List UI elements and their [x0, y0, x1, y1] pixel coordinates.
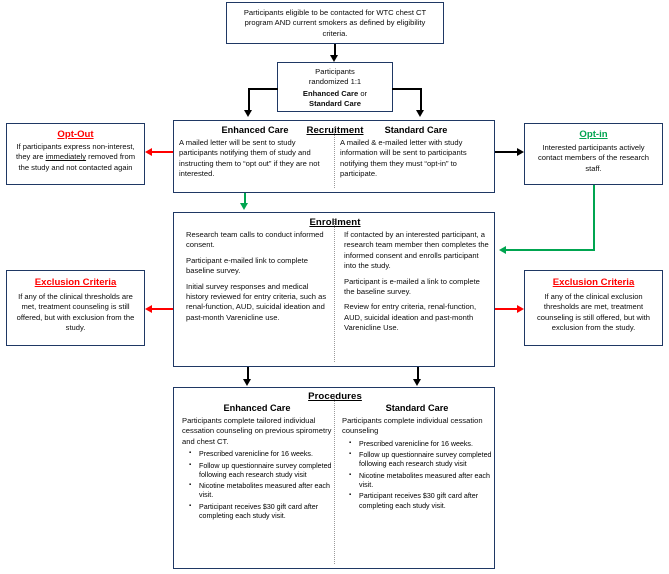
enrollment-left-paragraph: Participant e-mailed link to complete ba… [186, 255, 308, 276]
arrowhead-randomization-to-recruitment-left [244, 110, 252, 117]
arrowhead-recruitment-to-enrollment [240, 203, 248, 210]
exclusion-right-heading: Exclusion Criteria [552, 277, 635, 288]
recruitment-right-title: Standard Care [384, 125, 448, 135]
procedures-right-title: Standard Care [385, 403, 449, 413]
connector-recruitment-to-optout [152, 151, 173, 154]
exclusion-criteria-right-box: Exclusion Criteria If any of the clinica… [524, 270, 663, 346]
recruitment-left-title: Enhanced Care [221, 125, 289, 135]
arrowhead-optin-to-enrollment [499, 246, 506, 254]
recruitment-left-text: A mailed letter will be sent to study pa… [179, 138, 320, 179]
connector-randomization-left-v [248, 88, 250, 111]
list-item: Nicotine metabolites measured after each… [349, 471, 492, 491]
procedures-right-intro: Participants complete individual cessati… [342, 416, 483, 436]
opt-out-text-emphasis: immediately [45, 152, 87, 162]
recruitment-right-text: A mailed & e-mailed letter with study in… [340, 138, 467, 179]
arrowhead-enrollment-to-exclusion-left [145, 304, 152, 313]
enrollment-column-divider [334, 219, 335, 362]
list-item: Participant receives $30 gift card after… [349, 491, 492, 511]
procedures-column-divider [334, 394, 335, 564]
connector-enrollment-to-exclusion-left [152, 308, 173, 311]
randomization-arm-b: Standard Care [309, 99, 361, 109]
connector-randomization-right-v [420, 88, 422, 111]
procedures-left-bullets: Prescribed varenicline for 16 weeks. Fol… [182, 449, 332, 522]
arrowhead-randomization-to-recruitment-right [416, 110, 424, 117]
exclusion-right-text: If any of the clinical exclusion thresho… [537, 292, 650, 333]
exclusion-left-heading: Exclusion Criteria [34, 277, 117, 288]
opt-out-heading: Opt-Out [57, 129, 94, 140]
arrowhead-recruitment-to-optout [145, 147, 152, 156]
connector-optin-to-enrollment-h [506, 249, 595, 252]
enrollment-box: Enrollment Research team calls to conduc… [173, 212, 495, 367]
list-item: Follow up questionnaire survey completed… [349, 450, 492, 470]
connector-optin-to-enrollment-v [593, 185, 596, 251]
list-item: Participant receives $30 gift card after… [189, 502, 332, 522]
enrollment-left-paragraph: Initial survey responses and medical his… [186, 281, 327, 322]
opt-out-text: If participants express non-interest, th… [13, 142, 138, 173]
list-item: Prescribed varenicline for 16 weeks. [349, 439, 492, 449]
opt-out-text-before: If participants express non-interest, th… [15, 142, 135, 162]
opt-out-box: Opt-Out If participants express non-inte… [6, 123, 145, 185]
recruitment-column-divider [334, 127, 335, 188]
enrollment-right-paragraph: Participant is e-mailed a link to comple… [344, 276, 480, 297]
list-item: Prescribed varenicline for 16 weeks. [189, 449, 332, 459]
randomization-arm-a: Enhanced Care [302, 88, 359, 98]
arrowhead-recruitment-to-optin [517, 147, 524, 156]
opt-out-text-after: removed from the study and not contacted… [18, 152, 136, 172]
randomization-box: Participants randomized 1:1 Enhanced Car… [277, 62, 393, 112]
eligibility-text: Participants eligible to be contacted fo… [243, 8, 427, 38]
procedures-section-title: Procedures [308, 391, 362, 402]
arrowhead-enrollment-to-procedures-right [413, 379, 421, 386]
opt-in-heading: Opt-in [579, 129, 608, 140]
procedures-box: Procedures Enhanced Care Participants co… [173, 387, 495, 569]
randomization-line1: Participants [315, 67, 355, 76]
eligibility-box: Participants eligible to be contacted fo… [226, 2, 444, 44]
connector-randomization-left-h [248, 88, 278, 90]
list-item: Nicotine metabolites measured after each… [189, 481, 332, 501]
connector-randomization-right-h [392, 88, 422, 90]
enrollment-left-paragraph: Research team calls to conduct informed … [186, 230, 324, 250]
randomization-conjunction: or [358, 88, 368, 98]
recruitment-box: Recruitment Enhanced Care A mailed lette… [173, 120, 495, 193]
enrollment-right-paragraph: If contacted by an interested participan… [344, 230, 489, 271]
arrowhead-eligibility-to-randomization [330, 55, 338, 62]
exclusion-left-text: If any of the clinical thresholds are me… [16, 292, 135, 333]
connector-enrollment-to-procedures-left [247, 367, 249, 380]
procedures-left-title: Enhanced Care [223, 403, 291, 413]
connector-eligibility-to-randomization [334, 44, 336, 56]
connector-enrollment-to-procedures-right [417, 367, 419, 380]
arrowhead-enrollment-to-exclusion-right [517, 304, 524, 313]
procedures-right-bullets: Prescribed varenicline for 16 weeks. Fol… [342, 439, 492, 511]
connector-recruitment-to-enrollment-green [244, 193, 247, 204]
procedures-left-intro: Participants complete tailored individua… [182, 416, 332, 446]
list-item: Follow up questionnaire survey completed… [189, 461, 332, 481]
connector-enrollment-to-exclusion-right [495, 308, 517, 311]
opt-in-box: Opt-in Interested participants actively … [524, 123, 663, 185]
connector-recruitment-to-optin [495, 151, 517, 154]
randomization-line2: randomized 1:1 [308, 77, 362, 87]
exclusion-criteria-left-box: Exclusion Criteria If any of the clinica… [6, 270, 145, 346]
arrowhead-enrollment-to-procedures-left [243, 379, 251, 386]
opt-in-text: Interested participants actively contact… [537, 143, 649, 173]
enrollment-section-title: Enrollment [309, 217, 361, 228]
enrollment-right-paragraph: Review for entry criteria, renal-functio… [344, 302, 477, 333]
